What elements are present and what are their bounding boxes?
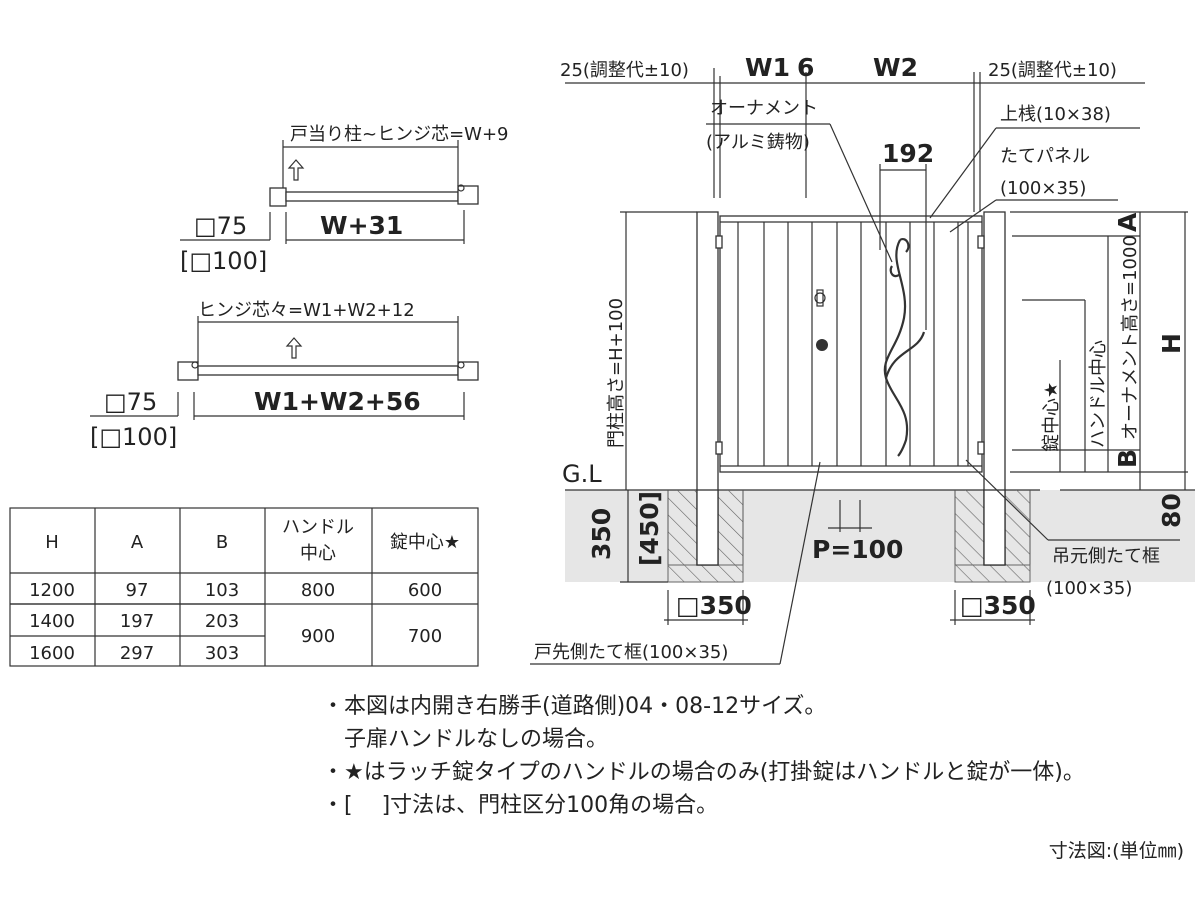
pitch-dim: P=100 bbox=[812, 535, 903, 564]
table-cell: 103 bbox=[205, 580, 239, 601]
note-line: ・本図は内開き右勝手(道路側)04・08-12サイズ。 bbox=[322, 694, 827, 719]
lock-center-dim: 錠中心★ bbox=[1041, 382, 1062, 452]
hinge-frame-label: 吊元側たて框 bbox=[1052, 546, 1160, 567]
panel-size-label: (100×35) bbox=[1000, 178, 1086, 199]
handle-icon bbox=[814, 292, 826, 304]
w1-dim: W1 bbox=[745, 53, 790, 82]
dim-b: B bbox=[1113, 449, 1142, 468]
panel-label: たてパネル bbox=[1000, 146, 1090, 167]
right-adjust-dim: 25(調整代±10) bbox=[988, 60, 1117, 81]
plan-top-post-size: □75 bbox=[194, 212, 247, 240]
table-cell: 297 bbox=[120, 643, 154, 664]
opening-arrow-icon bbox=[287, 159, 305, 181]
clearance-dim: 80 bbox=[1157, 493, 1186, 528]
plan-top-post-size-alt: [□100] bbox=[180, 247, 267, 275]
table-header-a: A bbox=[131, 532, 144, 553]
handle-center-dim: ハンドル中心 bbox=[1088, 340, 1109, 448]
ornament-label: オーナメント bbox=[710, 98, 818, 119]
ornament-height-dim: オーナメント高さ=1000 bbox=[1120, 235, 1141, 440]
table-cell: 1200 bbox=[29, 580, 75, 601]
table-cell: 197 bbox=[120, 611, 154, 632]
table-cell: 303 bbox=[205, 643, 239, 664]
foundation-size-left: □350 bbox=[676, 591, 752, 620]
depth-dim: 350 bbox=[587, 508, 616, 560]
ground-level-label: G.L bbox=[562, 460, 602, 488]
dim-a: A bbox=[1113, 212, 1142, 232]
plan-top-width-dim: W+31 bbox=[320, 211, 403, 240]
table-header-b: B bbox=[216, 532, 228, 553]
notes: ・本図は内開き右勝手(道路側)04・08-12サイズ。 子扉ハンドルなしの場合。… bbox=[322, 690, 1192, 822]
ornament-material-label: (アルミ鋳物) bbox=[706, 132, 810, 153]
plan-bottom-hinge-dim: ヒンジ芯々=W1+W2+12 bbox=[198, 300, 415, 321]
plan-view-single: 戸当り柱~ヒンジ芯=W+9 □75 [□100] W+31 bbox=[180, 124, 509, 275]
depth-dim-alt: [450] bbox=[635, 491, 664, 566]
plan-bottom-post-size: □75 bbox=[104, 388, 157, 416]
note-line: ・★はラッチ錠タイプのハンドルの場合のみ(打掛錠はハンドルと錠が一体)。 bbox=[322, 760, 1085, 785]
plan-view-double: ヒンジ芯々=W1+W2+12 □75 [□100] W1+W2+56 bbox=[90, 300, 479, 451]
plan-bottom-width-dim: W1+W2+56 bbox=[254, 387, 421, 416]
table-cell: 700 bbox=[408, 626, 442, 647]
ornament-width-dim: 192 bbox=[882, 139, 934, 168]
table-cell: 203 bbox=[205, 611, 239, 632]
plan-top-hinge-dim: 戸当り柱~ヒンジ芯=W+9 bbox=[290, 124, 509, 145]
foundation-size-right: □350 bbox=[960, 591, 1036, 620]
table-cell: 800 bbox=[301, 580, 335, 601]
unit-label: 寸法図:(単位㎜) bbox=[1048, 840, 1184, 862]
gap-dim: 6 bbox=[797, 53, 814, 82]
plan-bottom-post-size-alt: [□100] bbox=[90, 423, 177, 451]
dim-h: H bbox=[1157, 333, 1186, 354]
post-height-dim: 門柱高さ=H+100 bbox=[606, 298, 627, 448]
hinge-frame-size-label: (100×35) bbox=[1046, 578, 1132, 599]
table-header-handle: 中心 bbox=[300, 543, 336, 564]
table-cell: 1600 bbox=[29, 643, 75, 664]
w2-dim: W2 bbox=[873, 53, 918, 82]
elevation-view: G.L bbox=[530, 53, 1195, 665]
table-header-h: H bbox=[45, 532, 59, 553]
note-line: ・[ ]寸法は、門柱区分100角の場合。 bbox=[322, 793, 719, 818]
opening-arrow-icon bbox=[285, 337, 303, 359]
left-adjust-dim: 25(調整代±10) bbox=[560, 60, 689, 81]
table-cell: 1400 bbox=[29, 611, 75, 632]
table-header-handle: ハンドル bbox=[282, 517, 354, 538]
top-rail-label: 上桟(10×38) bbox=[1000, 104, 1111, 125]
table-cell: 97 bbox=[126, 580, 149, 601]
lock-icon bbox=[816, 339, 828, 351]
table-header-lock: 錠中心★ bbox=[390, 532, 460, 553]
latch-frame-label: 戸先側たて框(100×35) bbox=[534, 642, 728, 663]
size-table: H A B ハンドル 中心 錠中心★ 1200 97 103 800 600 1… bbox=[9, 507, 479, 667]
table-cell: 900 bbox=[301, 626, 335, 647]
note-line: 子扉ハンドルなしの場合。 bbox=[322, 727, 609, 752]
table-cell: 600 bbox=[408, 580, 442, 601]
